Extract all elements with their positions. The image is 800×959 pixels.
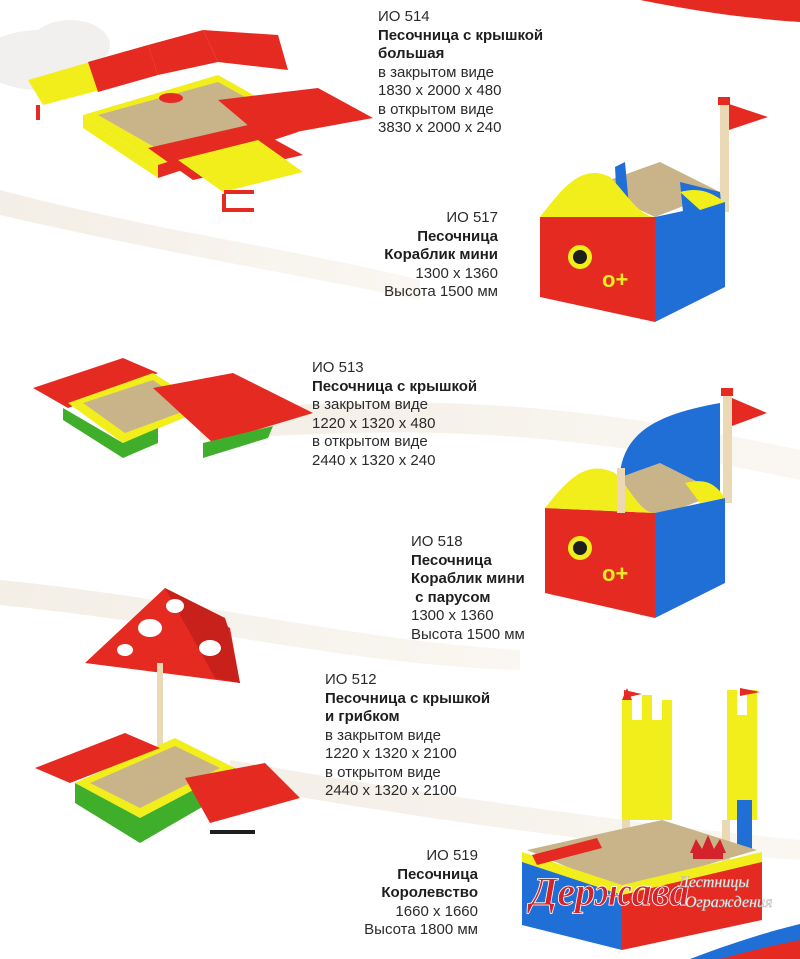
- product-spec: 1220 х 1320 х 2100: [325, 745, 457, 762]
- product-name: Песочница с крышкой: [325, 689, 491, 707]
- product-image-io519: [522, 688, 762, 950]
- product-code: ИО 517: [446, 209, 498, 226]
- product-code: ИО 518: [411, 533, 463, 550]
- product-spec: в закрытом виде: [312, 396, 429, 413]
- wave-band-3: [0, 580, 520, 670]
- product-name: Песочница: [397, 865, 478, 883]
- product-info-io513: ИО 513 Песочница с крышкой в закрытом ви…: [312, 359, 477, 470]
- product-spec: 1300 х 1360: [411, 607, 494, 624]
- product-spec: в открытом виде: [325, 763, 441, 781]
- svg-text:o+: o+: [602, 561, 628, 586]
- product-spec: в открытом виде: [378, 100, 494, 118]
- product-name: Песочница: [417, 227, 498, 245]
- product-code: ИО 513: [312, 359, 364, 376]
- product-spec: в закрытом виде: [325, 726, 442, 744]
- product-code: ИО 512: [325, 671, 377, 688]
- logo-slogan-line1: Лестницы: [677, 874, 749, 891]
- product-spec: в открытом виде: [312, 433, 428, 450]
- wave-band-2: [200, 402, 800, 480]
- wave-band-1: [0, 190, 420, 300]
- product-spec: 3830 х 2000 х 240: [378, 119, 502, 136]
- product-name: Песочница: [411, 551, 492, 569]
- product-info-io514: ИО 514 Песочница с крышкой большая в зак…: [378, 8, 543, 138]
- product-name: Песочница с крышкой: [312, 377, 478, 395]
- product-spec: 1300 х 1360: [415, 264, 498, 282]
- product-spec: 2440 х 1320 х 240: [312, 451, 436, 469]
- corner-swoosh-bottom-right-red: [720, 940, 800, 959]
- product-image-io517: o+: [540, 97, 768, 322]
- product-spec: Высота 1500 мм: [411, 625, 525, 643]
- product-image-io513: [33, 358, 313, 458]
- logo-brand-text: Держава: [526, 869, 689, 914]
- product-spec: Высота 1800 мм: [364, 921, 478, 938]
- product-image-io512: [35, 588, 300, 843]
- corner-swoosh-top-right: [640, 0, 800, 22]
- product-info-io519: ИО 519 Песочница Королевство 1660 х 1660…: [364, 847, 478, 940]
- product-spec: 1220 х 1320 х 480: [312, 414, 436, 432]
- product-name: большая: [378, 45, 445, 62]
- product-name: с парусом: [411, 588, 491, 606]
- product-name: Песочница с крышкой: [378, 26, 544, 44]
- product-name: Кораблик мини: [384, 246, 498, 263]
- svg-text:o+: o+: [602, 267, 628, 292]
- product-spec: 2440 х 1320 х 2100: [325, 782, 457, 799]
- product-code: ИО 519: [426, 847, 478, 864]
- product-image-io518: o+: [545, 388, 767, 618]
- brand-logo: Держава Лестницы Ограждения: [526, 835, 773, 914]
- product-spec: 1830 х 2000 х 480: [378, 82, 502, 99]
- product-image-io514: [28, 30, 373, 212]
- product-info-io518: ИО 518 Песочница Кораблик мини с парусом…: [411, 533, 525, 644]
- logo-slogan-line2: Ограждения: [685, 894, 772, 911]
- product-code: ИО 514: [378, 8, 430, 25]
- product-info-io512: ИО 512 Песочница с крышкой и грибком в з…: [325, 671, 490, 801]
- product-spec: 1660 х 1660: [395, 902, 478, 920]
- product-info-io517: ИО 517 Песочница Кораблик мини 1300 х 13…: [384, 209, 498, 302]
- product-name: Королевство: [381, 884, 478, 901]
- product-spec: Высота 1500 мм: [384, 283, 498, 300]
- product-name: Кораблик мини: [411, 570, 525, 587]
- logo-crown-icon: [690, 835, 726, 859]
- product-spec: в закрытом виде: [378, 63, 495, 81]
- product-name: и грибком: [325, 708, 400, 725]
